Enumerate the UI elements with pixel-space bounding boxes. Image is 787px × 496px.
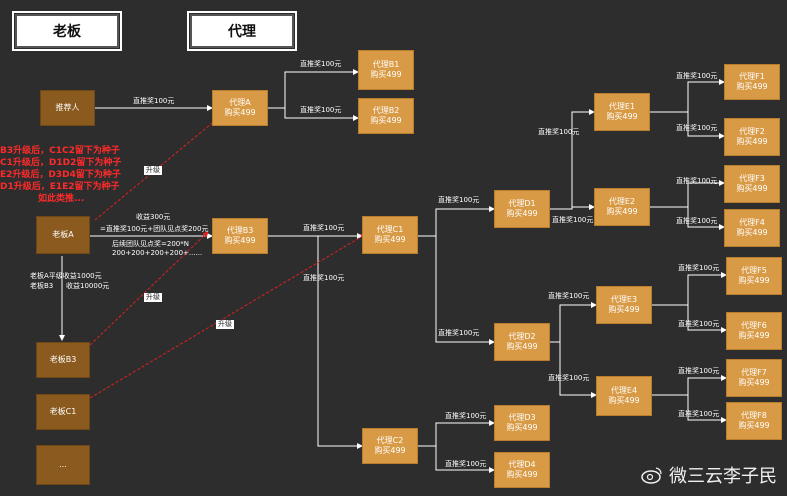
boss-header: 老板 [12,11,122,51]
edge-label: 直推奖100元 [676,217,718,225]
upgrade-tag: 升级 [144,293,162,302]
income-line-3: 后续团队见点奖=200*N [112,240,189,248]
boss-income-line-1: 老板A平级收益1000元 [30,272,102,280]
income-line-4: 200+200+200+200+...... [112,249,203,257]
weibo-icon [641,467,662,484]
note-line: E2升级后，D3D4留下为种子 [0,170,121,180]
edge-label: 直推奖100元 [438,196,480,204]
boss-a-node: 老板A [36,216,90,254]
note-line: 如此类推... [38,194,85,204]
edge-label: 直推奖100元 [538,128,580,136]
edge-label: 直推奖100元 [303,274,345,282]
referrer-node: 推荐人 [40,90,95,126]
upgrade-tag: 升级 [144,166,162,175]
boss-income-line-3: 收益10000元 [66,282,110,290]
edge-label: 直推奖100元 [548,374,590,382]
boss-b3-node: 老板B3 [36,342,90,378]
edge-label: 直推奖100元 [552,216,594,224]
boss-income-line-2: 老板B3 [30,282,54,290]
edge-label: 直推奖100元 [676,177,718,185]
edge-label: 直推奖100元 [133,97,175,105]
edge-label: 直推奖100元 [445,460,487,468]
boss-c1-node: 老板C1 [36,394,90,430]
income-line-1: 收益300元 [136,213,171,221]
edge-label: 直推奖100元 [438,329,480,337]
edge-label: 直推奖100元 [303,224,345,232]
note-line: B3升级后，C1C2留下为种子 [0,146,120,156]
edge-label: 直推奖100元 [676,124,718,132]
watermark-text: 微三云李子民 [669,466,777,487]
edge-label: 直推奖100元 [678,367,720,375]
edge-label: 直推奖100元 [300,106,342,114]
agent-header: 代理 [187,11,297,51]
note-line: C1升级后，D1D2留下为种子 [0,158,122,168]
edge-label: 直推奖100元 [678,264,720,272]
edge-label: 直推奖100元 [678,320,720,328]
edge-label: 直推奖100元 [445,412,487,420]
edge-label: 直推奖100元 [678,410,720,418]
upgrade-tag: 升级 [216,320,234,329]
watermark: 微三云李子民 [641,462,777,488]
income-line-2: =直推奖100元+团队见点奖200元 [100,225,209,233]
edge-label: 直推奖100元 [676,72,718,80]
boss-more-node: ... [36,445,90,485]
edge-label: 直推奖100元 [548,292,590,300]
note-line: D1升级后，E1E2留下为种子 [0,182,120,192]
edge-label: 直推奖100元 [300,60,342,68]
